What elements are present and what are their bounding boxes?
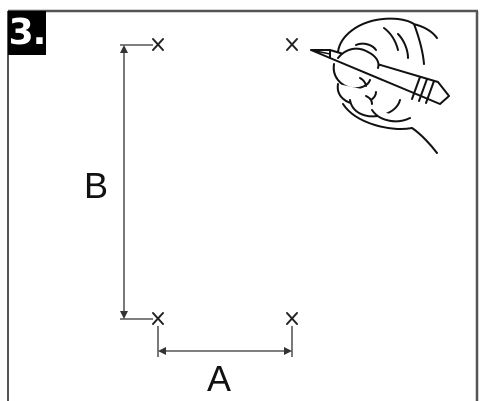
step-number-badge: 3. bbox=[8, 11, 46, 55]
cross-mark-top-right bbox=[286, 38, 298, 51]
dimension-line-a bbox=[157, 326, 293, 357]
cross-marks bbox=[152, 38, 298, 325]
cross-mark-bottom-left bbox=[152, 312, 164, 325]
dimension-label-a: A bbox=[207, 358, 232, 399]
dimension-line-b bbox=[120, 44, 153, 320]
cross-mark-bottom-right bbox=[286, 312, 298, 325]
hand-drawing-with-pencil-icon bbox=[310, 17, 450, 154]
dimension-label-b: B bbox=[84, 165, 109, 206]
diagram-frame bbox=[7, 9, 479, 401]
cross-mark-top-left bbox=[152, 38, 164, 51]
